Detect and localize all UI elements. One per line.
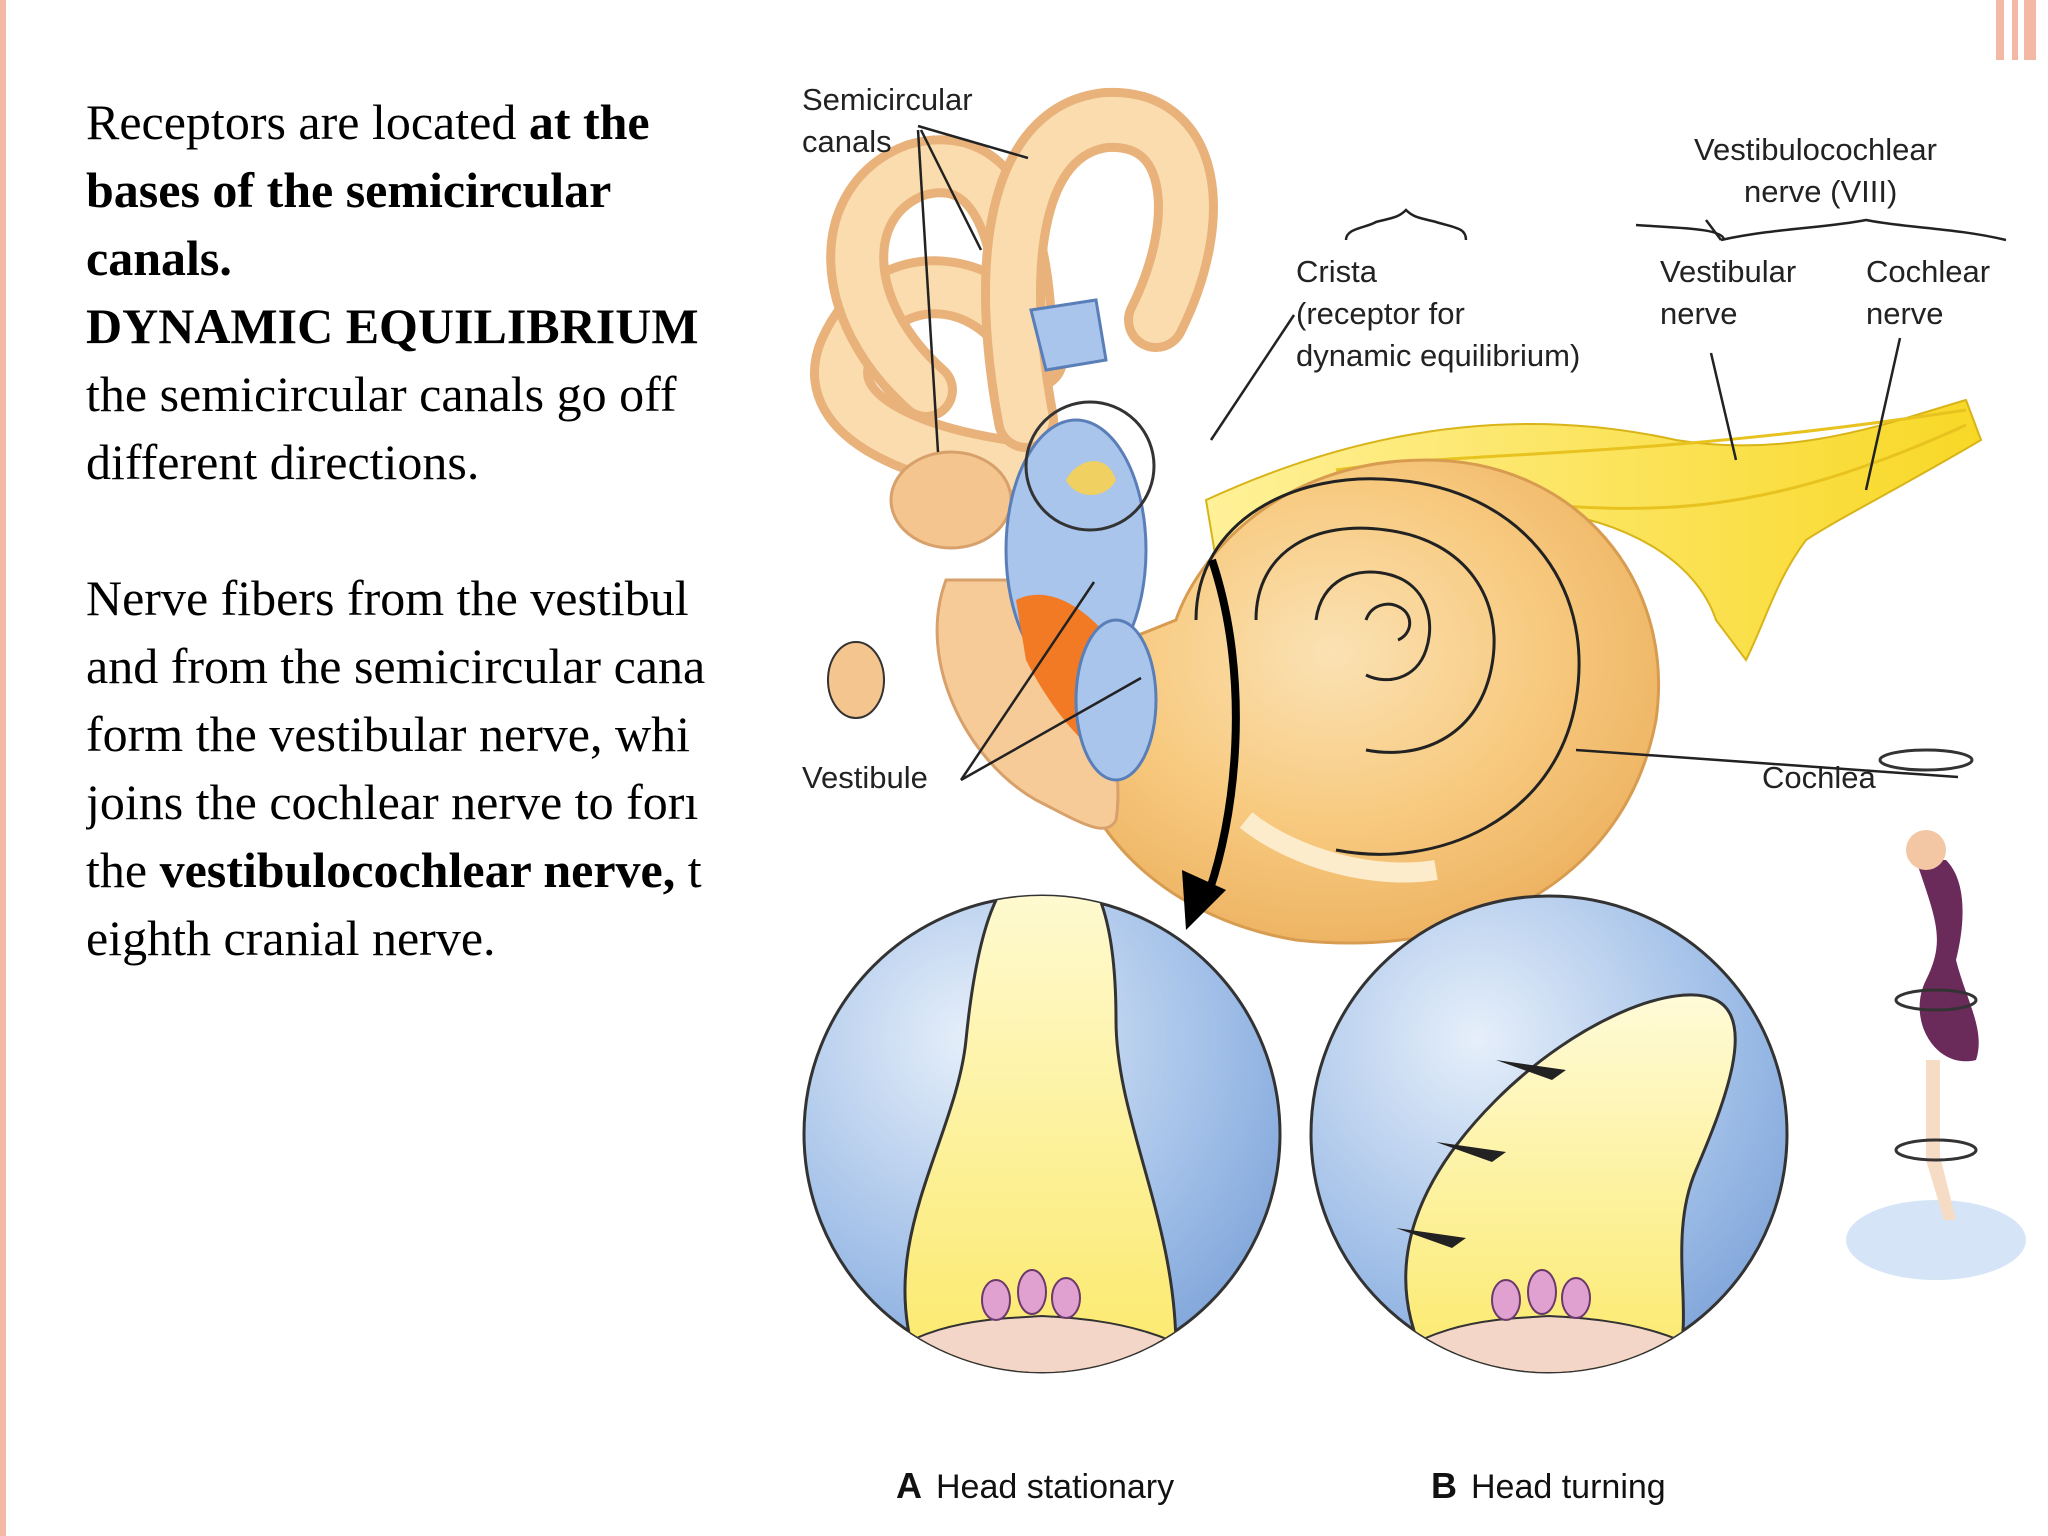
leader-lines — [916, 124, 2007, 782]
body-text-line: eighth cranial nerve. — [86, 904, 776, 972]
text-run: the — [86, 842, 160, 898]
bold-text-run: DYNAMIC EQUILIBRIUM — [86, 298, 699, 354]
inner-ear-diagram: Semicircular canals Vestibulocochlear ne… — [776, 60, 2042, 1536]
caption-b-letter: B — [1431, 1465, 1457, 1506]
corner-decoration — [1978, 0, 2048, 66]
label-vestibule: Vestibule — [802, 760, 928, 795]
text-run: the semicircular canals go off — [86, 366, 677, 422]
text-run: joins the cochlear nerve to forı — [86, 774, 699, 830]
label-crista-1: Crista — [1296, 254, 1378, 289]
body-text-line: and from the semicircular cana — [86, 632, 776, 700]
caption-a-letter: A — [896, 1465, 922, 1506]
body-text-line: Receptors are located at the — [86, 88, 776, 156]
label-vestibular-nerve-1: Vestibular — [1660, 254, 1796, 289]
skater-illustration — [1846, 748, 2026, 1280]
slide-left-border — [0, 0, 6, 1536]
cochlea-shape — [1064, 458, 1661, 945]
label-cochlea: Cochlea — [1762, 760, 1876, 795]
text-run: form the vestibular nerve, whi — [86, 706, 690, 762]
text-run: t — [675, 842, 702, 898]
text-run: eighth cranial nerve. — [86, 910, 496, 966]
text-run: different directions. — [86, 434, 480, 490]
body-text-line: DYNAMIC EQUILIBRIUM — [86, 292, 776, 360]
crista-highlight-circle — [1024, 400, 1156, 532]
bold-text-run: at the — [528, 94, 650, 150]
body-text-line: the semicircular canals go off — [86, 360, 776, 428]
body-text-line: canals. — [86, 224, 776, 292]
paragraph-gap — [86, 496, 776, 564]
label-vestibulocochlear-2: nerve (VIII) — [1744, 174, 1897, 209]
zoom-arrow — [1202, 558, 1240, 902]
panel-b-head-turning — [1309, 894, 1789, 1374]
label-semicircular-canals-2: canals — [802, 124, 892, 159]
text-run: Receptors are located — [86, 94, 529, 150]
crista-shape — [1066, 461, 1116, 495]
bold-text-run: vestibulocochlear nerve, — [159, 842, 676, 898]
caption-a-text: Head stationary — [936, 1468, 1174, 1506]
body-text-line: form the vestibular nerve, whi — [86, 700, 776, 768]
caption-b-text: Head turning — [1471, 1468, 1666, 1506]
label-cochlear-nerve-1: Cochlear — [1866, 254, 1990, 289]
text-run: Nerve fibers from the vestibul — [86, 570, 689, 626]
bold-text-run: bases of the semicircular — [86, 162, 612, 218]
diagram-svg: Semicircular canals Vestibulocochlear ne… — [802, 82, 2026, 1506]
semicircular-canals-shape — [810, 87, 1218, 550]
zoom-arrow-head — [1182, 870, 1226, 930]
label-cochlear-nerve-2: nerve — [1866, 296, 1944, 331]
text-run: and from the semicircular cana — [86, 638, 706, 694]
body-text-line: Nerve fibers from the vestibul — [86, 564, 776, 632]
body-text-line: the vestibulocochlear nerve, t — [86, 836, 776, 904]
vestibule-shape — [827, 298, 1158, 830]
bold-text-run: canals. — [86, 230, 232, 286]
panel-a-head-stationary — [802, 894, 1282, 1374]
label-vestibular-nerve-2: nerve — [1660, 296, 1738, 331]
slide-body-text: Receptors are located at the bases of the… — [86, 88, 776, 972]
label-crista-3: dynamic equilibrium) — [1296, 338, 1580, 373]
body-text-line: bases of the semicircular — [86, 156, 776, 224]
label-semicircular-canals-1: Semicircular — [802, 82, 973, 117]
body-text-line: different directions. — [86, 428, 776, 496]
body-text-line: joins the cochlear nerve to forı — [86, 768, 776, 836]
label-crista-2: (receptor for — [1296, 296, 1465, 331]
label-vestibulocochlear-1: Vestibulocochlear — [1694, 132, 1937, 167]
